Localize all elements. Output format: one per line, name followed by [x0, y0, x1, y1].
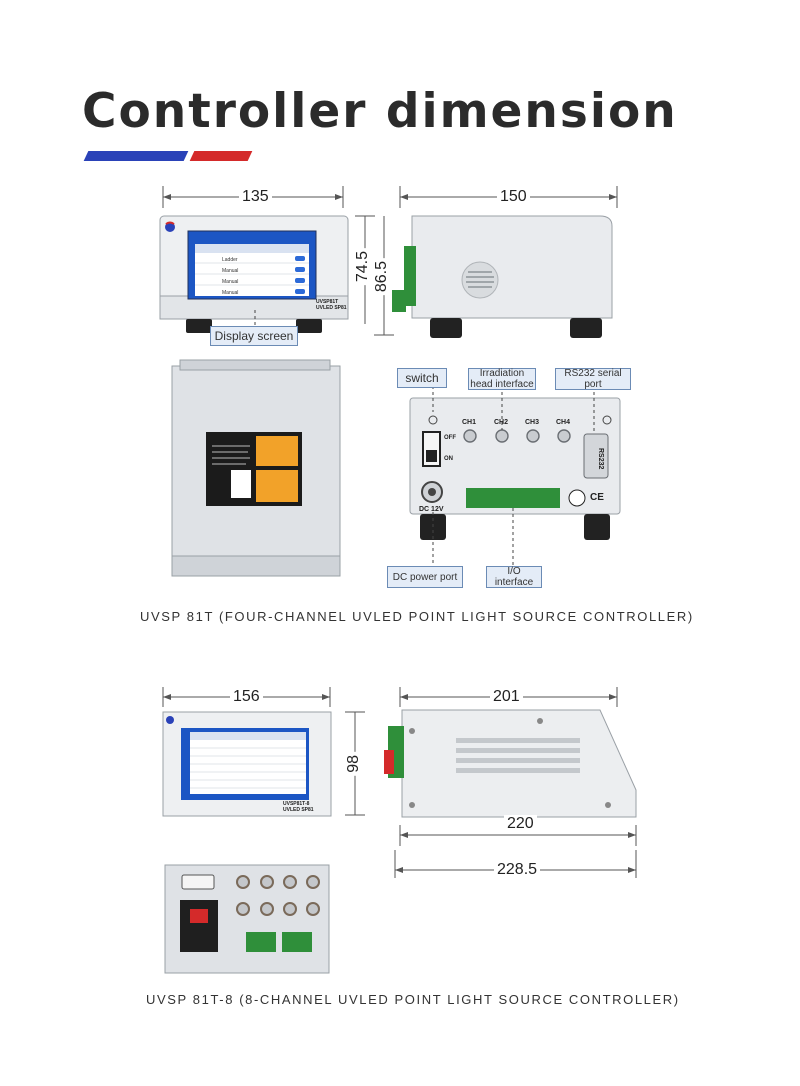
- callout-irradiation-head: Irradiation head interface: [468, 368, 536, 390]
- front-model-label-2: UVSP81T-8 UVLED SP81: [283, 801, 314, 813]
- page-title: Controller dimension: [82, 84, 678, 139]
- ce-mark: CE: [590, 492, 604, 503]
- label-on: ON: [444, 456, 453, 462]
- dim-depth-220: 220: [504, 815, 537, 833]
- dim-depth-150: 150: [497, 188, 530, 206]
- caption-model1: UVSP 81T (FOUR-CHANNEL UVLED POINT LIGHT…: [140, 609, 694, 624]
- screen-row-2: Manual: [222, 268, 239, 274]
- callout-display-screen: Display screen: [210, 326, 298, 346]
- dim-height-98: 98: [345, 752, 363, 776]
- model2-diagram: [162, 687, 637, 974]
- label-dc-12v: DC 12V: [419, 506, 444, 513]
- callout-switch: switch: [397, 368, 447, 388]
- callout-dc-power: DC power port: [387, 566, 463, 588]
- label-ch4: CH4: [556, 419, 571, 426]
- label-ch3: CH3: [525, 419, 540, 426]
- label-off: OFF: [444, 435, 456, 441]
- label-ch2: CH2: [494, 419, 509, 426]
- callout-io: I/O interface: [486, 566, 542, 588]
- dim-width-135: 135: [239, 188, 272, 206]
- screen-row-1: Ladder: [222, 257, 238, 263]
- dim-height-86-5: 86.5: [373, 258, 391, 296]
- front-model-label: UVSP81T UVLED SP81: [316, 299, 347, 311]
- model1-diagram: [159, 186, 621, 577]
- dim-height-74-5: 74.5: [354, 248, 372, 286]
- dim-depth-228-5: 228.5: [494, 861, 541, 879]
- screen-row-3: Manual: [222, 279, 239, 285]
- dim-depth-201: 201: [490, 688, 523, 706]
- caption-model2: UVSP 81T-8 (8-CHANNEL UVLED POINT LIGHT …: [146, 992, 680, 1007]
- dim-width-156: 156: [230, 688, 263, 706]
- label-ch1: CH1: [462, 419, 477, 426]
- callout-rs232: RS232 serial port: [555, 368, 631, 390]
- screen-row-4: Manual: [222, 290, 239, 296]
- label-rs232: RS232: [597, 448, 604, 470]
